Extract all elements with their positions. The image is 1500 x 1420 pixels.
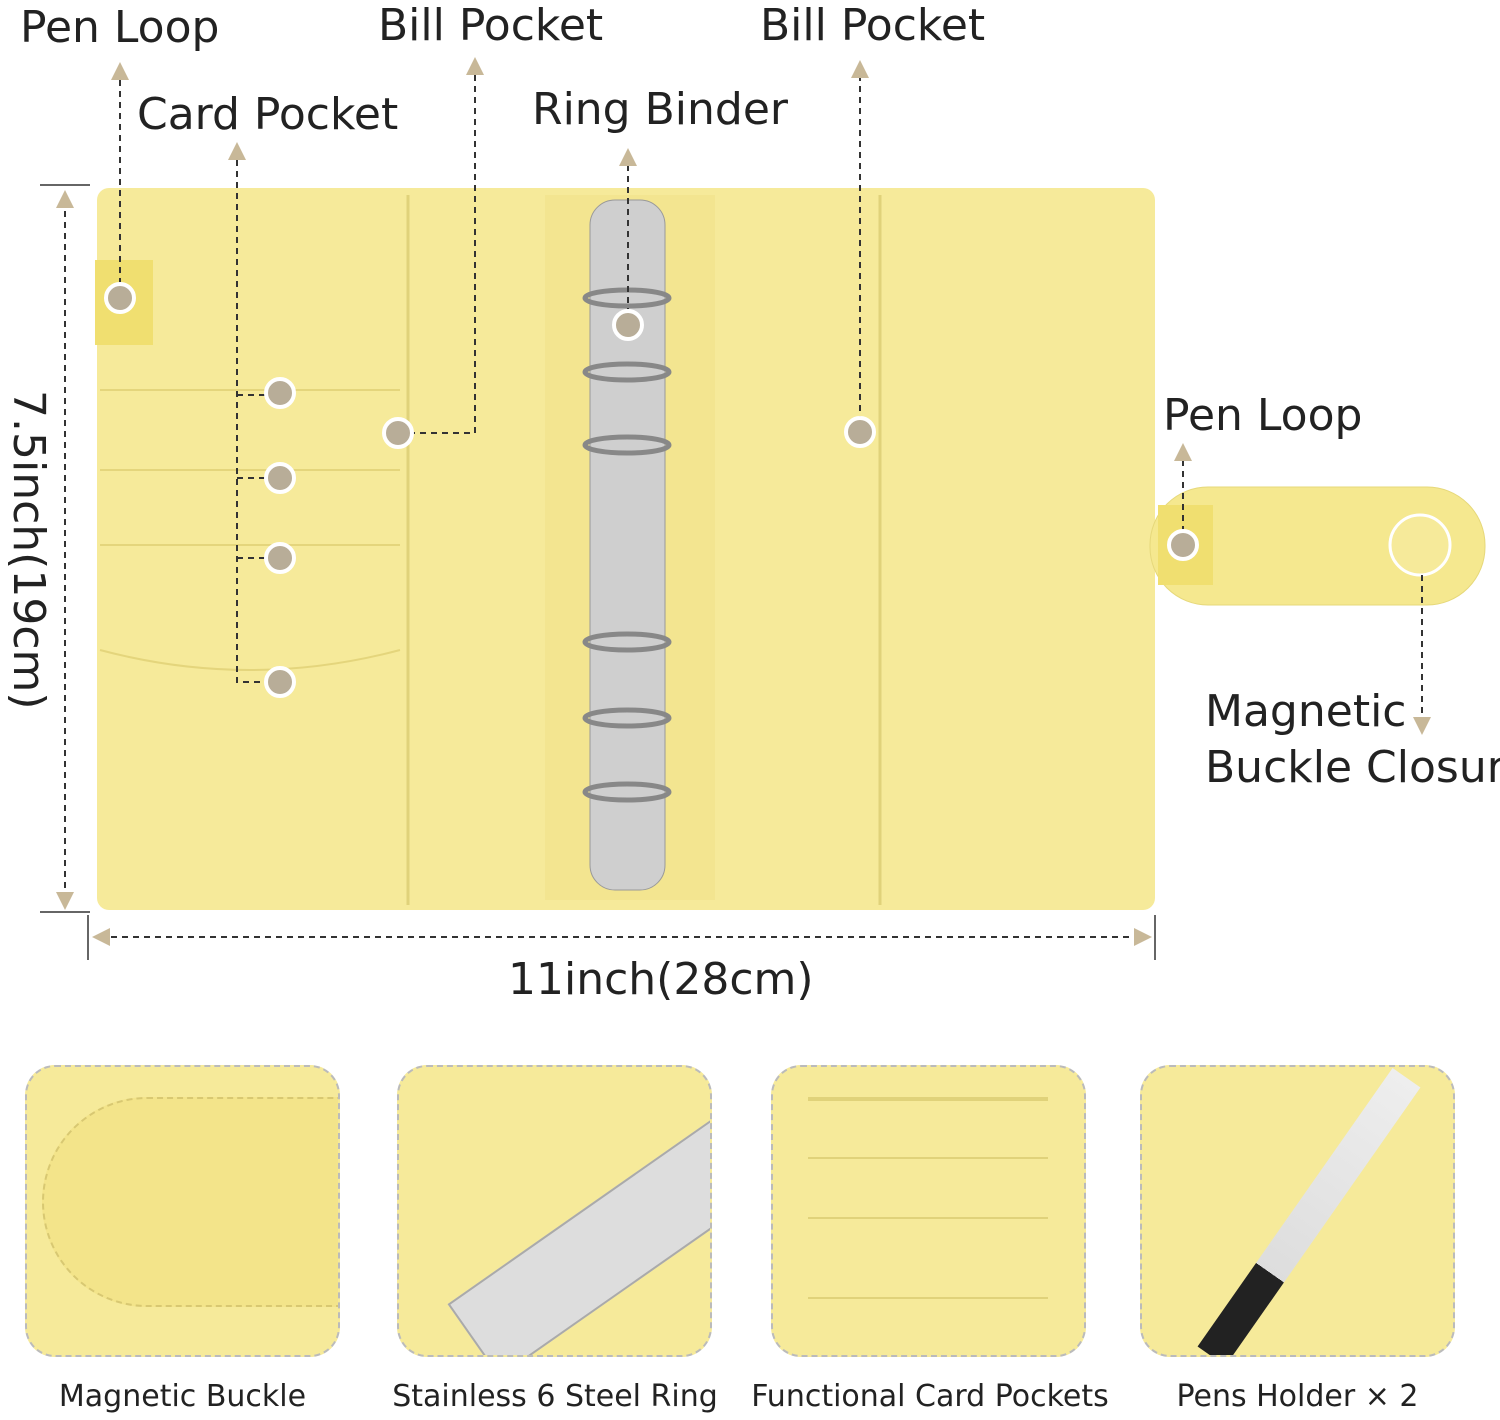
caption-steel-ring: Stainless 6 Steel Ring xyxy=(392,1379,718,1414)
label-pen-loop-right: Pen Loop xyxy=(1163,390,1363,441)
thumb-steel-ring xyxy=(397,1065,712,1357)
strap xyxy=(1149,486,1486,606)
caption-pen-holder: Pens Holder × 2 xyxy=(1176,1379,1419,1414)
thumb-pen-holder xyxy=(1140,1065,1455,1357)
magnetic-button xyxy=(1388,513,1452,577)
label-buckle-closure: Buckle Closure xyxy=(1205,742,1500,793)
thumb-card-pockets xyxy=(771,1065,1086,1357)
label-bill-pocket-left: Bill Pocket xyxy=(378,0,604,51)
caption-card-pockets: Functional Card Pockets xyxy=(751,1379,1109,1414)
width-dimension: 11inch(28cm) xyxy=(508,954,814,1005)
markers xyxy=(104,282,1199,698)
label-bill-pocket-right: Bill Pocket xyxy=(760,0,986,51)
label-pen-loop-top: Pen Loop xyxy=(20,2,220,53)
caption-magnetic-buckle: Magnetic Buckle xyxy=(58,1379,307,1414)
card-pockets xyxy=(99,389,401,671)
label-magnetic: Magnetic xyxy=(1205,686,1407,737)
thumb-magnetic-buckle xyxy=(25,1065,340,1357)
label-ring-binder: Ring Binder xyxy=(532,84,788,135)
height-dimension: 7.5inch(19cm) xyxy=(3,390,54,710)
label-card-pocket: Card Pocket xyxy=(137,89,399,140)
